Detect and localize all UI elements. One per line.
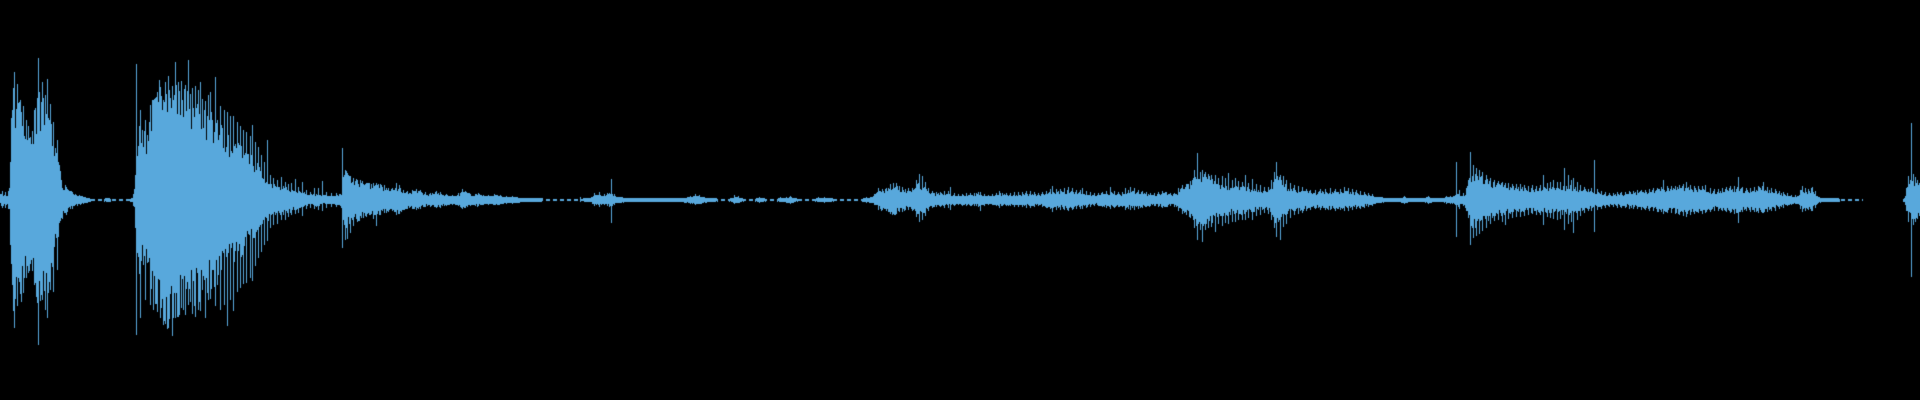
waveform-viewer: [0, 0, 1920, 400]
audio-waveform[interactable]: [0, 0, 1920, 400]
